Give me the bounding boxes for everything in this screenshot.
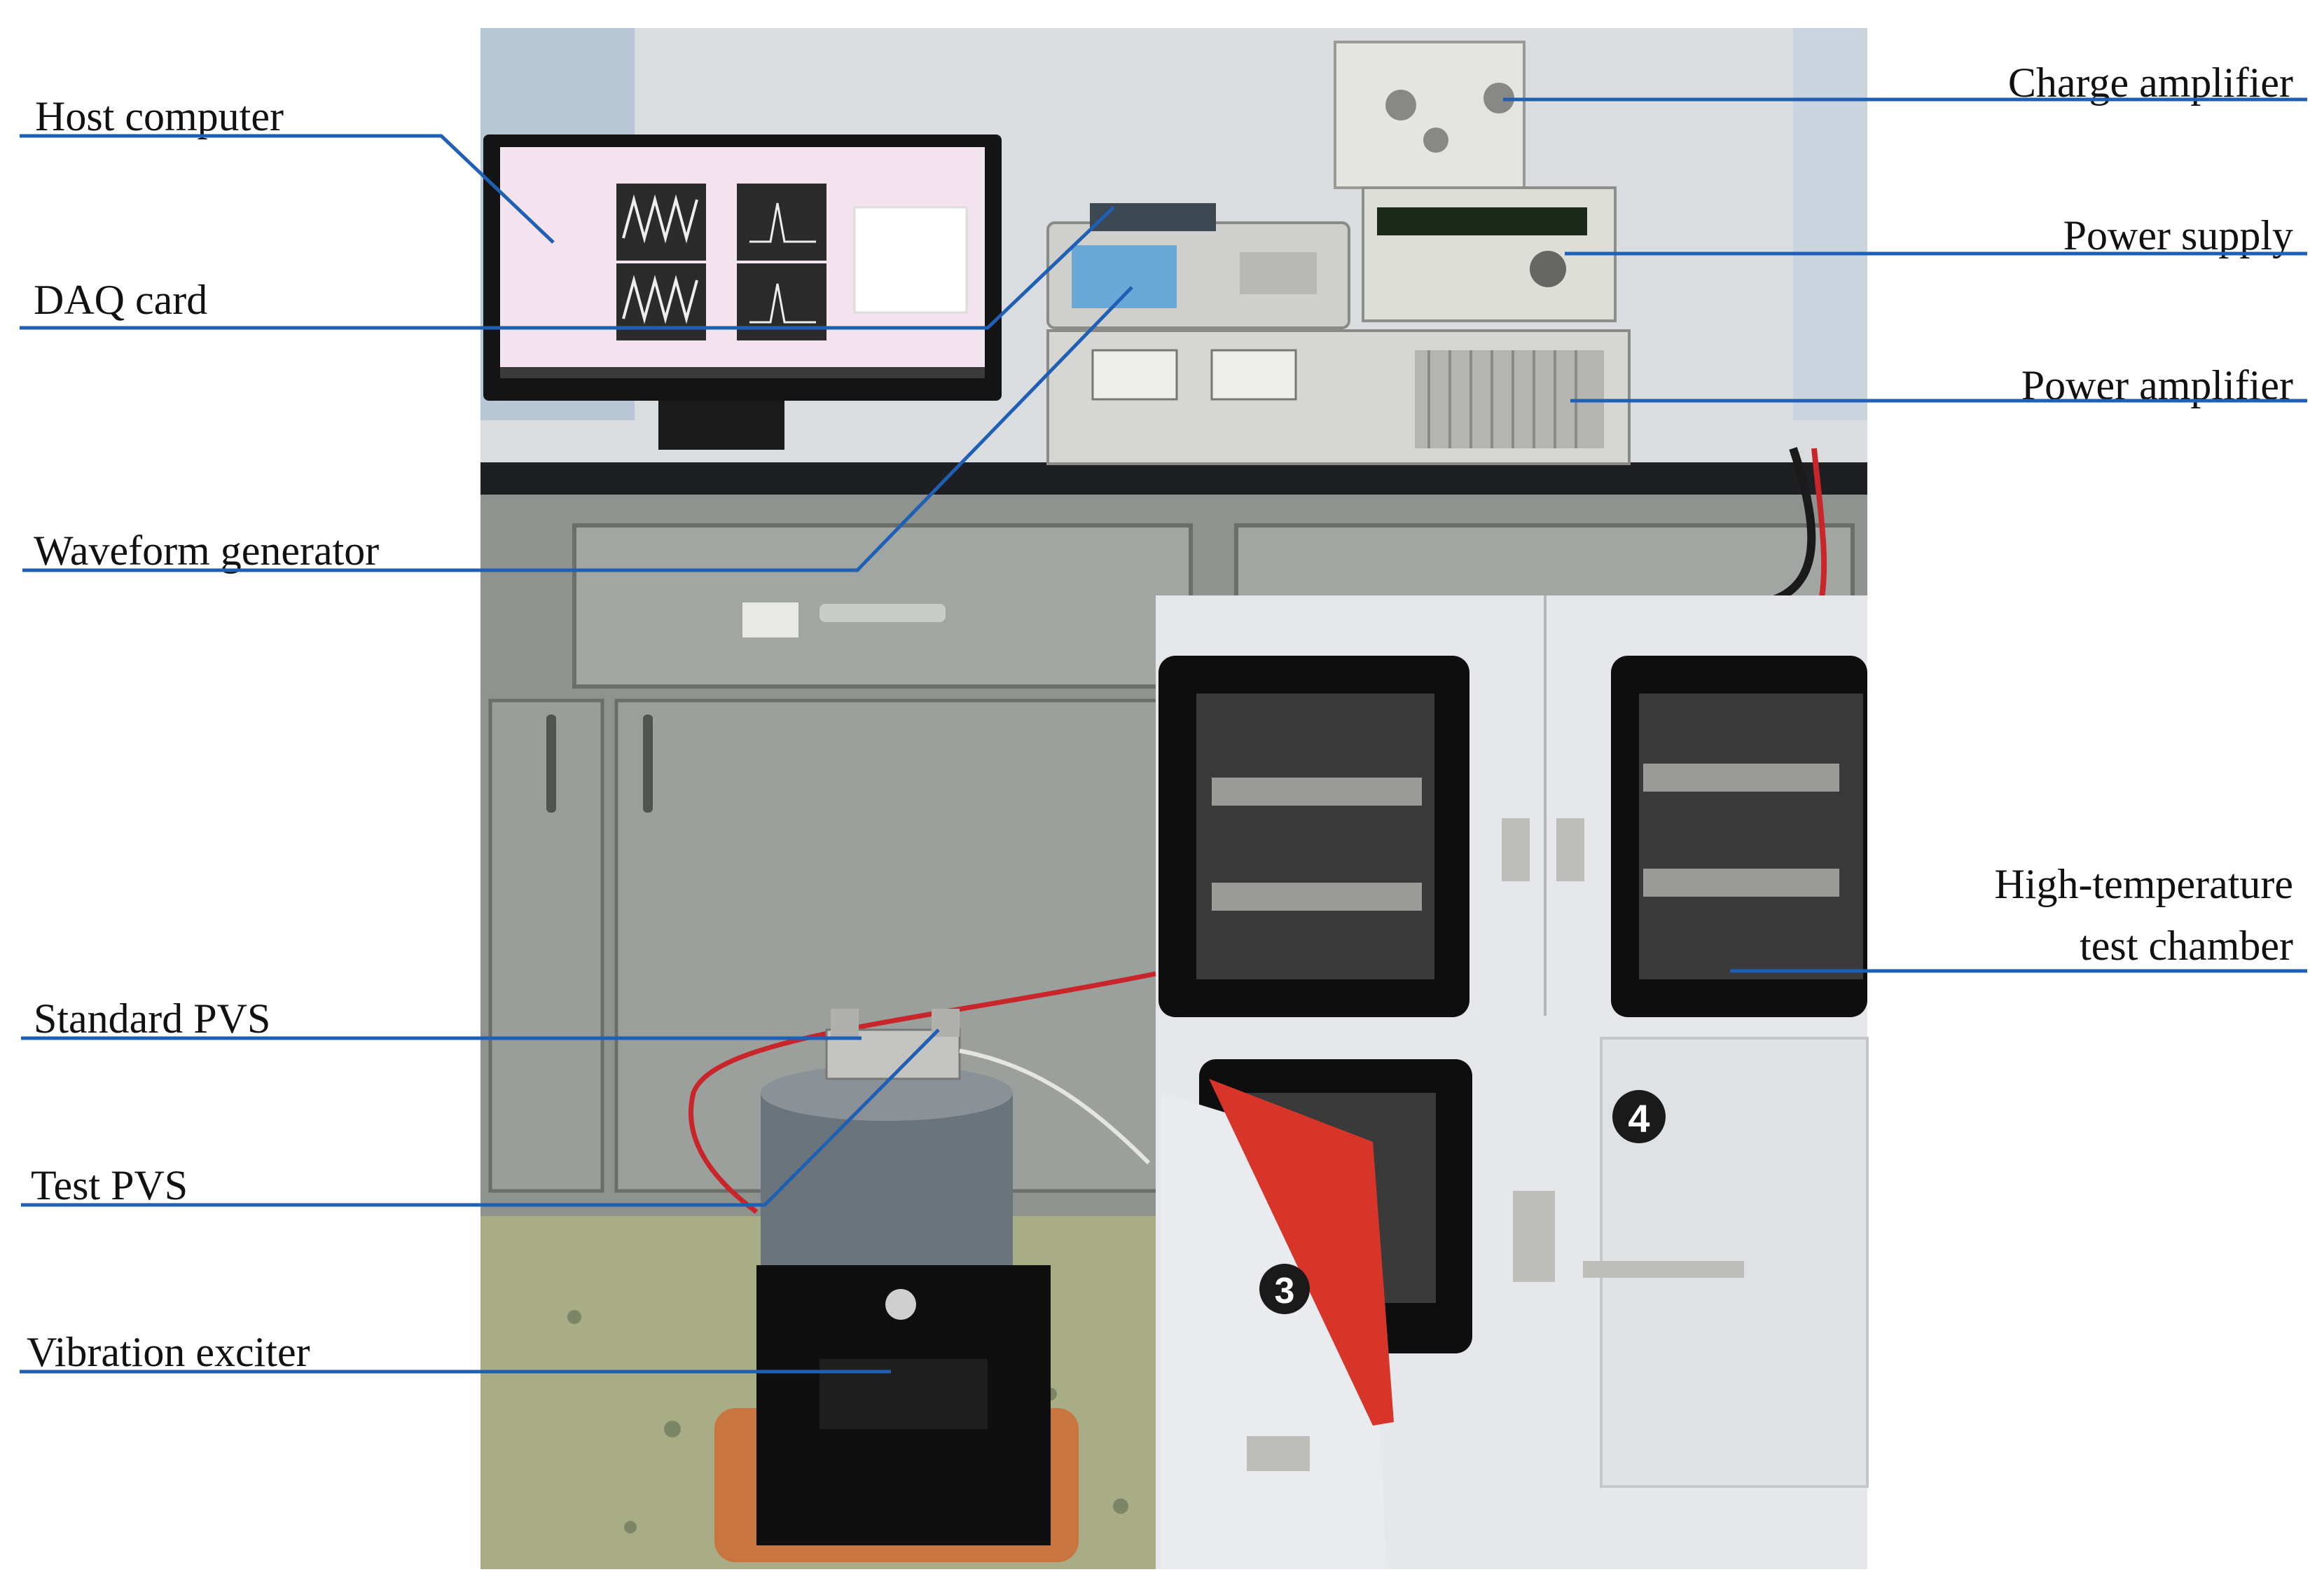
label-charge-amplifier: Charge amplifier	[2007, 60, 2293, 106]
label-chamber-line1: High-temperature	[1994, 861, 2293, 907]
label-chamber-line2: test chamber	[2080, 923, 2293, 969]
label-test-pvs: Test PVS	[31, 1162, 188, 1208]
label-standard-pvs: Standard PVS	[34, 995, 271, 1042]
label-waveform-generator: Waveform generator	[34, 527, 380, 574]
label-vibration-exciter: Vibration exciter	[27, 1329, 310, 1375]
label-daq-card: DAQ card	[34, 277, 208, 323]
label-power-supply: Power supply	[2063, 212, 2293, 258]
chamber-door-number-4: 4	[1628, 1096, 1649, 1140]
chamber-door-number-3: 3	[1275, 1271, 1295, 1311]
label-host-computer: Host computer	[35, 93, 284, 139]
label-power-amplifier: Power amplifier	[2021, 362, 2293, 408]
